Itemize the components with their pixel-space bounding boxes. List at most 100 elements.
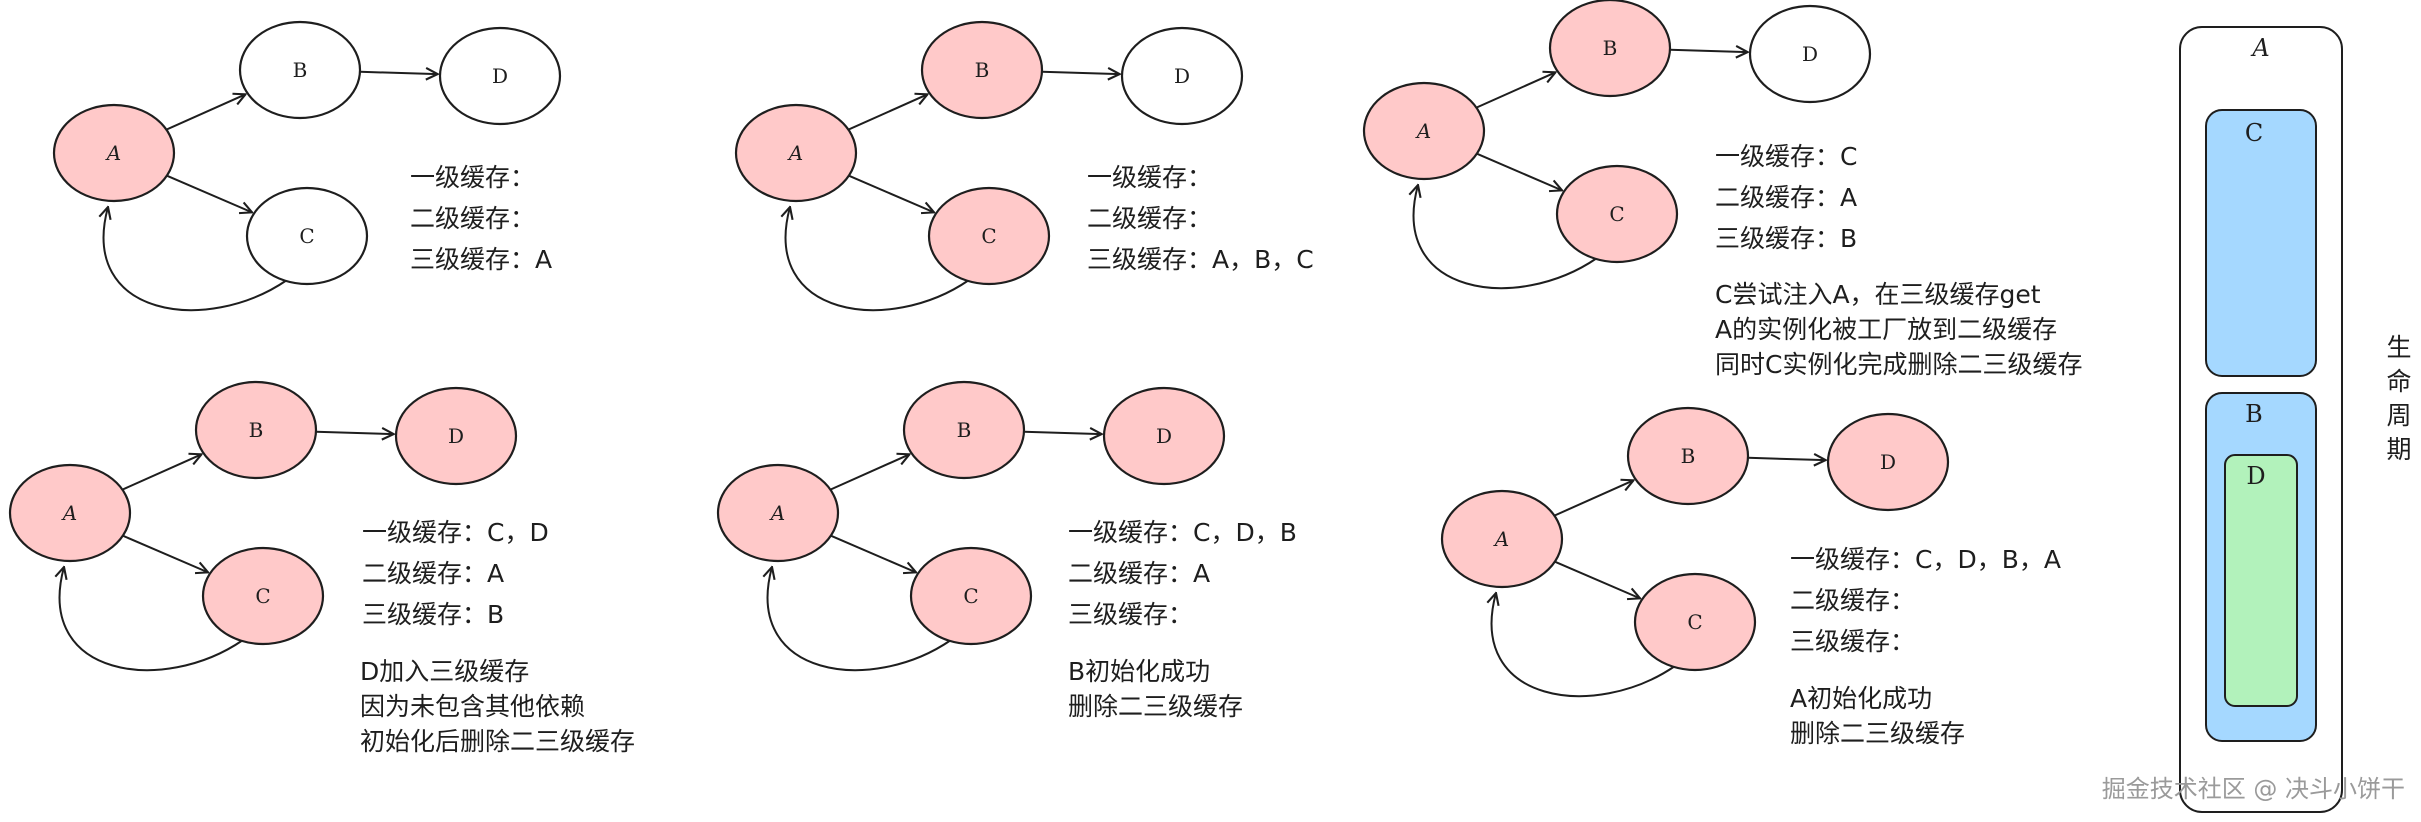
node-c-label: C: [299, 224, 314, 248]
note-line: 同时C实例化完成删除二三级缓存: [1715, 350, 2082, 379]
node-a-label: A: [769, 501, 785, 525]
lifecycle-c-label: C: [2245, 119, 2263, 147]
lifecycle-side-char: 周: [2386, 401, 2411, 430]
node-b: [238, 20, 362, 120]
node-b-label: B: [1603, 36, 1618, 60]
edge-b-d: [1041, 72, 1120, 74]
node-a: [716, 463, 840, 563]
cache-level-1: 一级缓存：C，D，B: [1068, 518, 1297, 547]
node-c-label: C: [963, 584, 978, 608]
node-d-label: D: [492, 64, 508, 88]
cache-level-1: 一级缓存：: [1087, 163, 1212, 192]
node-c: [1633, 572, 1757, 672]
node-c-label: C: [1687, 610, 1702, 634]
node-a-label: A: [61, 501, 77, 525]
edge-a-b: [165, 94, 245, 131]
watermark: 掘金技术社区 @ 决斗小饼干: [2102, 775, 2405, 803]
edge-a-c: [1554, 560, 1640, 599]
node-d: [1102, 386, 1226, 486]
node-c: [1555, 164, 1679, 264]
node-d-label: D: [448, 424, 464, 448]
lifecycle-side-char: 期: [2386, 435, 2411, 464]
node-a-label: A: [1415, 119, 1431, 143]
node-a-label: A: [105, 141, 121, 165]
edge-b-d: [315, 432, 394, 434]
node-a: [52, 103, 176, 203]
node-d: [1748, 4, 1872, 104]
note-line: 删除二三级缓存: [1790, 719, 1965, 748]
edge-c-a: [60, 567, 244, 672]
edge-c-a: [768, 567, 952, 672]
lifecycle-side-char: 命: [2386, 367, 2411, 396]
node-d-label: D: [1174, 64, 1190, 88]
node-a: [734, 103, 858, 203]
edge-a-c: [1476, 152, 1562, 191]
node-d-label: D: [1880, 450, 1896, 474]
note-line: C尝试注入A，在三级缓存get: [1715, 280, 2041, 309]
panel-3: ABCD一级缓存：C二级缓存：A三级缓存：BC尝试注入A，在三级缓存getA的实…: [1362, 0, 2082, 379]
node-b-label: B: [1681, 444, 1696, 468]
edge-b-d: [1747, 458, 1826, 460]
cache-level-3: 三级缓存：B: [1715, 224, 1857, 253]
cache-level-1: 一级缓存：C，D，B，A: [1790, 545, 2061, 574]
cache-level-1: 一级缓存：C: [1715, 142, 1857, 171]
node-b-label: B: [249, 418, 264, 442]
node-a: [8, 463, 132, 563]
node-c-label: C: [1609, 202, 1624, 226]
cache-level-2: 二级缓存：A: [1715, 183, 1857, 212]
cache-level-2: 二级缓存：: [1790, 586, 1915, 615]
edge-a-c: [122, 534, 208, 573]
node-b-label: B: [957, 418, 972, 442]
edge-a-c: [848, 174, 934, 213]
node-a-label: A: [787, 141, 803, 165]
lifecycle-c-box: [2205, 109, 2317, 377]
node-a: [1362, 81, 1486, 181]
cache-level-1: 一级缓存：C，D: [362, 518, 549, 547]
node-d-label: D: [1802, 42, 1818, 66]
edge-a-c: [830, 534, 916, 573]
node-c: [201, 546, 325, 646]
cache-level-2: 二级缓存：: [1087, 204, 1212, 233]
cache-level-3: 三级缓存：: [1068, 600, 1193, 629]
note-line: 删除二三级缓存: [1068, 692, 1243, 721]
edge-c-a: [786, 207, 970, 312]
edge-b-d: [359, 72, 438, 74]
node-b: [1548, 0, 1672, 98]
lifecycle-a-label: A: [2250, 34, 2269, 62]
cache-level-3: 三级缓存：: [1790, 627, 1915, 656]
node-b: [1626, 406, 1750, 506]
node-d-label: D: [1156, 424, 1172, 448]
edge-b-d: [1669, 50, 1748, 52]
edge-a-b: [829, 454, 909, 491]
lifecycle-side-text: 生 命 周 期: [2386, 333, 2411, 464]
node-a-label: A: [1493, 527, 1509, 551]
lifecycle-diagram: A C B D 生 命 周 期: [2179, 26, 2412, 813]
node-d: [1826, 412, 1950, 512]
edge-c-a: [1414, 185, 1598, 290]
node-c: [245, 186, 369, 286]
edge-c-a: [1492, 593, 1676, 698]
cache-level-3: 三级缓存：A: [410, 245, 552, 274]
edge-a-c: [166, 174, 252, 213]
cache-level-3: 三级缓存：A，B，C: [1087, 245, 1314, 274]
edge-a-b: [121, 454, 201, 491]
node-c: [927, 186, 1051, 286]
node-b: [902, 380, 1026, 480]
node-d: [438, 26, 562, 126]
node-c: [909, 546, 1033, 646]
node-c-label: C: [981, 224, 996, 248]
cache-level-2: 二级缓存：A: [362, 559, 504, 588]
edge-a-b: [1475, 72, 1555, 109]
note-line: 初始化后删除二三级缓存: [360, 727, 635, 756]
note-line: D加入三级缓存: [360, 657, 529, 686]
node-d: [1120, 26, 1244, 126]
cache-level-2: 二级缓存：A: [1068, 559, 1210, 588]
node-b: [194, 380, 318, 480]
edge-c-a: [104, 207, 288, 312]
panels-layer: ABCD一级缓存：二级缓存：三级缓存：AABCD一级缓存：二级缓存：三级缓存：A…: [8, 0, 2082, 756]
node-b-label: B: [293, 58, 308, 82]
